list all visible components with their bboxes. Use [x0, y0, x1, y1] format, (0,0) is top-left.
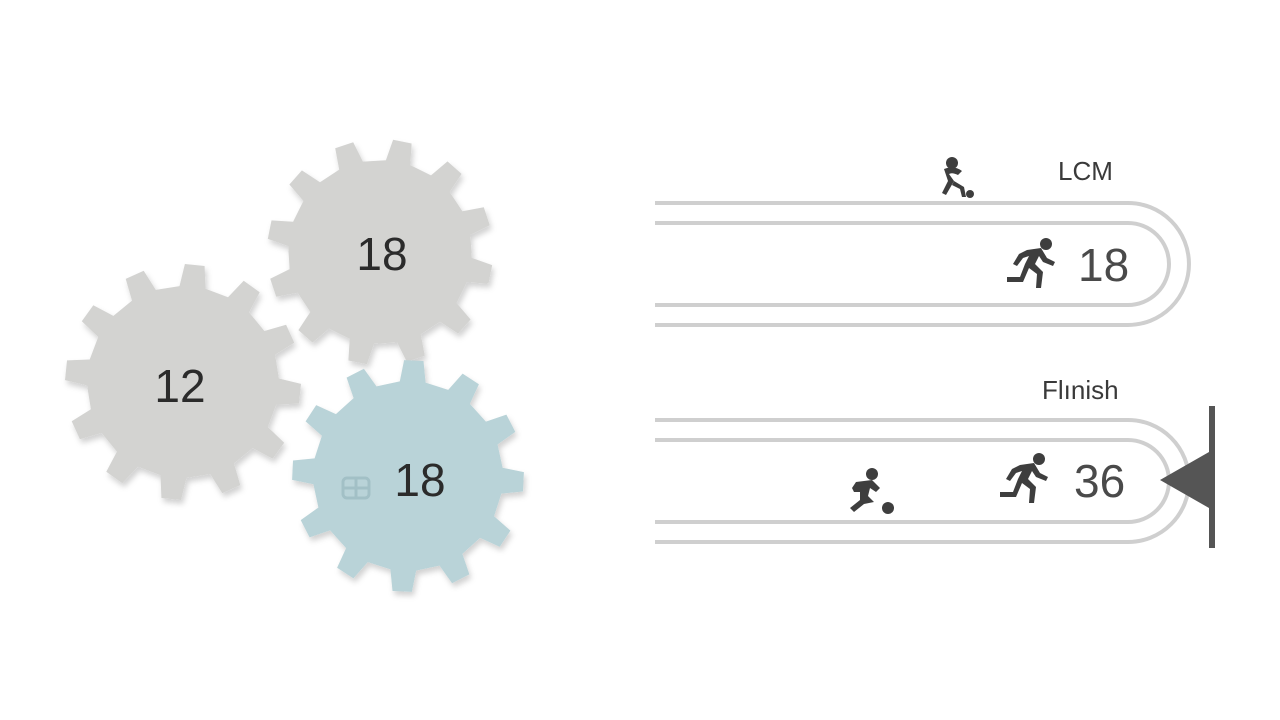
track-lcm-title: LCM — [1058, 156, 1113, 186]
finish-flag-icon — [1160, 406, 1215, 548]
track-lcm-value: 18 — [1078, 239, 1129, 291]
gear-cluster: 12 18 18 — [65, 139, 524, 592]
gear-bottom: 18 — [292, 360, 524, 592]
gear-left: 12 — [65, 264, 301, 500]
track-finish: Flınish 36 — [655, 375, 1215, 548]
gear-bottom-label: 18 — [394, 454, 445, 506]
runner-icon — [1007, 238, 1055, 288]
gear-top: 18 — [267, 139, 493, 365]
track-finish-value: 36 — [1074, 455, 1125, 507]
track-finish-title: Flınish — [1042, 375, 1119, 405]
gear-top-label: 18 — [356, 228, 407, 280]
runner-icon — [1000, 453, 1048, 503]
gear-left-label: 12 — [154, 360, 205, 412]
track-lcm: LCM 18 — [655, 156, 1191, 327]
ball-player-icon — [850, 468, 894, 514]
gear-emblem-icon — [341, 476, 371, 500]
ball-player-icon — [942, 157, 974, 198]
